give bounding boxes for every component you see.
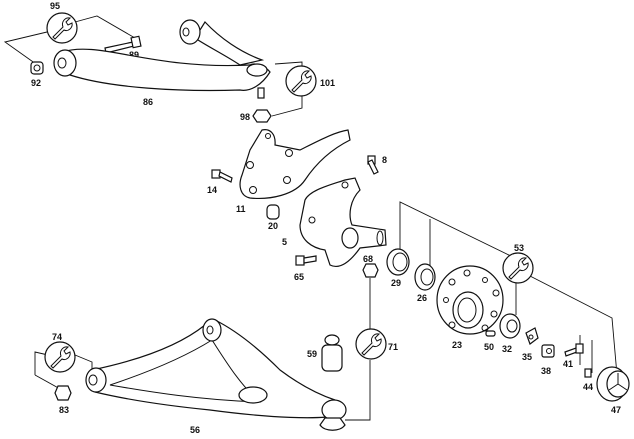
nut-92 (30, 61, 44, 75)
bolt-65 (295, 255, 317, 266)
bolt-14 (211, 169, 233, 183)
washer-35 (525, 327, 539, 345)
part-label-5: 5 (282, 237, 287, 247)
screw-41 (564, 343, 584, 357)
nut-83 (54, 385, 72, 401)
wrench-icon (46, 12, 78, 44)
part-label-50: 50 (484, 342, 494, 352)
upper-control-arm-group: 95 89 92 86 101 98 (3, 1, 335, 123)
stud-50 (485, 330, 496, 337)
bolt-8 (367, 155, 379, 175)
lower-control-arm-group: 74 83 56 59 (34, 318, 347, 435)
nut-98 (252, 109, 272, 123)
part-label-92: 92 (31, 78, 41, 88)
part-label-14: 14 (207, 185, 217, 195)
steering-knuckle-5 (299, 177, 387, 268)
part-label-68: 68 (363, 254, 373, 264)
part-label-56: 56 (190, 425, 200, 435)
part-label-20: 20 (268, 221, 278, 231)
wrench-icon (44, 341, 76, 373)
part-label-29: 29 (391, 278, 401, 288)
part-label-23: 23 (452, 340, 462, 350)
part-label-74: 74 (52, 332, 62, 342)
nut-38 (541, 344, 555, 358)
part-label-26: 26 (417, 293, 427, 303)
upper-control-arm-86 (53, 19, 271, 99)
clip-44 (584, 368, 592, 378)
part-label-89: 89 (129, 50, 139, 60)
wrench-icon (502, 252, 534, 284)
bushing-20 (266, 204, 280, 220)
bearing-32 (499, 313, 521, 339)
part-label-47: 47 (611, 405, 621, 415)
part-label-59: 59 (307, 349, 317, 359)
wheel-hub-group: 53 29 26 23 50 32 (386, 201, 630, 415)
part-label-86: 86 (143, 97, 153, 107)
part-label-65: 65 (294, 272, 304, 282)
part-label-101: 101 (320, 78, 335, 88)
steering-knuckle-group: 11 14 8 20 5 65 68 (207, 129, 398, 421)
bracket-11 (239, 129, 351, 200)
wrench-icon (355, 328, 387, 360)
part-label-98: 98 (240, 112, 250, 122)
part-label-41: 41 (563, 359, 573, 369)
lower-control-arm-56 (85, 318, 347, 431)
nut-68 (362, 263, 379, 278)
part-label-35: 35 (522, 352, 532, 362)
part-label-38: 38 (541, 366, 551, 376)
part-label-53: 53 (514, 243, 524, 253)
ball-joint-59 (321, 334, 343, 372)
bearing-26 (414, 263, 436, 291)
part-label-95: 95 (50, 1, 60, 11)
part-label-71: 71 (388, 342, 398, 352)
part-label-11: 11 (236, 204, 246, 214)
wheel-hub-23 (436, 265, 504, 335)
part-label-8: 8 (382, 155, 387, 165)
part-label-83: 83 (59, 405, 69, 415)
hub-cap-47 (596, 366, 630, 402)
seal-29 (386, 248, 410, 276)
part-label-44: 44 (583, 382, 593, 392)
wrench-icon (285, 65, 317, 97)
part-label-32: 32 (502, 344, 512, 354)
